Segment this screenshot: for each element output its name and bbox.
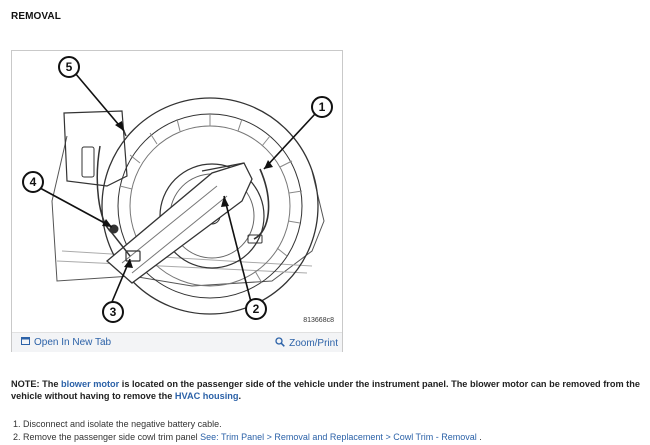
hvac-housing-link[interactable]: HVAC housing (174, 391, 239, 401)
step-2: 2. Remove the passenger side cowl trim p… (13, 431, 482, 444)
callout-3: 3 (110, 305, 117, 319)
blower-motor-link[interactable]: blower motor (61, 379, 120, 389)
callout-1: 1 (319, 100, 326, 114)
open-new-tab-label: Open In New Tab (34, 337, 112, 348)
figure-panel: 5 1 2 3 4 813668c8 Open In New Tab Zoom/… (11, 50, 343, 352)
open-new-tab-button[interactable]: Open In New Tab (21, 337, 111, 348)
note-suffix: . (238, 391, 242, 401)
section-title: REMOVAL (11, 11, 61, 22)
zoom-print-label: Zoom/Print (289, 338, 338, 349)
note-prefix: NOTE: The (11, 379, 62, 389)
magnifier-icon (275, 337, 285, 350)
callout-5: 5 (66, 60, 73, 74)
zoom-print-button[interactable]: Zoom/Print (275, 337, 338, 350)
external-window-icon (21, 337, 30, 348)
callout-2: 2 (253, 302, 260, 316)
note-paragraph: NOTE: The blower motor is located on the… (11, 378, 645, 402)
note-mid: is located on the passenger side of the … (11, 379, 640, 401)
steps-list: 1. Disconnect and isolate the negative b… (13, 418, 482, 443)
step-1: 1. Disconnect and isolate the negative b… (13, 419, 222, 429)
callout-4: 4 (30, 175, 37, 189)
blower-motor-diagram: 5 1 2 3 4 (22, 56, 333, 323)
cowl-trim-link[interactable]: See: Trim Panel > Removal and Replacemen… (200, 431, 477, 442)
step-2-text: 2. Remove the passenger side cowl trim p… (13, 431, 201, 442)
figure-code: 813668c8 (303, 317, 334, 324)
step-2-suffix: . (476, 431, 482, 442)
figure-toolbar: Open In New Tab Zoom/Print (12, 332, 342, 352)
